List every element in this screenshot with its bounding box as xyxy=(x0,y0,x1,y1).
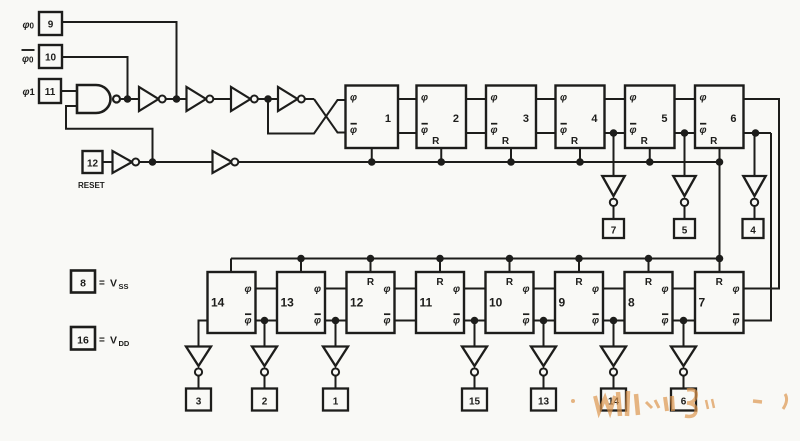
svg-text:φ: φ xyxy=(314,316,321,327)
svg-text:φ: φ xyxy=(453,284,460,295)
svg-text:0: 0 xyxy=(29,56,34,65)
svg-text:9: 9 xyxy=(559,296,566,310)
svg-text:φ: φ xyxy=(560,125,567,136)
svg-text:φ: φ xyxy=(421,93,428,104)
svg-text:φ: φ xyxy=(630,93,637,104)
svg-text:φ: φ xyxy=(733,284,740,295)
svg-text:φ: φ xyxy=(350,125,357,136)
svg-text:φ: φ xyxy=(523,316,530,327)
svg-text:9: 9 xyxy=(48,20,54,31)
svg-text:7: 7 xyxy=(699,296,706,310)
svg-text:6: 6 xyxy=(730,113,736,125)
svg-text:7: 7 xyxy=(611,226,617,237)
svg-text:4: 4 xyxy=(591,113,598,125)
svg-text:φ: φ xyxy=(700,93,707,104)
svg-text:φ: φ xyxy=(384,316,391,327)
svg-text:=: = xyxy=(99,278,105,289)
svg-text:φ: φ xyxy=(350,93,357,104)
svg-text:8: 8 xyxy=(80,278,86,290)
svg-text:φ: φ xyxy=(22,54,29,65)
svg-text:φ: φ xyxy=(245,316,252,327)
svg-text:φ: φ xyxy=(592,316,599,327)
svg-text:5: 5 xyxy=(661,113,667,125)
svg-text:φ: φ xyxy=(560,93,567,104)
svg-text:5: 5 xyxy=(682,226,688,237)
svg-text:1: 1 xyxy=(385,113,391,125)
svg-text:φ: φ xyxy=(23,20,30,31)
svg-text:12: 12 xyxy=(350,296,364,310)
svg-text:V: V xyxy=(110,278,117,290)
svg-text:14: 14 xyxy=(211,296,225,310)
svg-text:φ: φ xyxy=(662,284,669,295)
svg-text:2: 2 xyxy=(262,397,268,408)
svg-text:φ: φ xyxy=(421,125,428,136)
svg-text:R: R xyxy=(710,136,718,147)
svg-text:R: R xyxy=(641,136,649,147)
svg-text:=: = xyxy=(99,335,105,346)
svg-text:R: R xyxy=(436,277,444,288)
svg-text:13: 13 xyxy=(281,296,295,310)
svg-text:RESET: RESET xyxy=(78,181,105,190)
svg-text:3: 3 xyxy=(523,113,529,125)
svg-text:R: R xyxy=(502,136,510,147)
svg-text:φ: φ xyxy=(733,316,740,327)
svg-text:φ: φ xyxy=(630,125,637,136)
svg-text:SS: SS xyxy=(119,282,129,291)
svg-text:φ: φ xyxy=(245,284,252,295)
svg-text:8: 8 xyxy=(628,296,635,310)
svg-text:4: 4 xyxy=(750,226,756,237)
svg-text:13: 13 xyxy=(538,397,550,408)
svg-text:12: 12 xyxy=(87,159,99,170)
svg-text:R: R xyxy=(432,136,440,147)
svg-text:1: 1 xyxy=(30,87,36,98)
svg-text:10: 10 xyxy=(45,53,57,64)
svg-text:15: 15 xyxy=(469,397,481,408)
svg-text:R: R xyxy=(506,277,514,288)
svg-text:16: 16 xyxy=(77,335,89,347)
svg-text:11: 11 xyxy=(45,87,56,98)
svg-text:V: V xyxy=(110,335,117,347)
svg-text:φ: φ xyxy=(23,87,30,98)
svg-text:φ: φ xyxy=(314,284,321,295)
svg-text:φ: φ xyxy=(491,125,498,136)
svg-text:R: R xyxy=(367,277,375,288)
svg-text:10: 10 xyxy=(489,296,503,310)
svg-text:R: R xyxy=(571,136,579,147)
svg-text:11: 11 xyxy=(420,296,433,310)
svg-text:φ: φ xyxy=(662,316,669,327)
svg-text:DD: DD xyxy=(119,339,130,348)
svg-text:3: 3 xyxy=(196,397,202,408)
svg-text:φ: φ xyxy=(384,284,391,295)
svg-text:R: R xyxy=(575,277,583,288)
svg-text:6: 6 xyxy=(681,397,687,408)
svg-text:φ: φ xyxy=(700,125,707,136)
svg-text:φ: φ xyxy=(523,284,530,295)
svg-text:R: R xyxy=(716,277,724,288)
svg-text:φ: φ xyxy=(592,284,599,295)
svg-text:R: R xyxy=(645,277,653,288)
svg-text:2: 2 xyxy=(453,113,459,125)
svg-text:φ: φ xyxy=(453,316,460,327)
svg-text:0: 0 xyxy=(30,22,35,31)
svg-text:φ: φ xyxy=(491,93,498,104)
svg-text:1: 1 xyxy=(333,397,339,408)
